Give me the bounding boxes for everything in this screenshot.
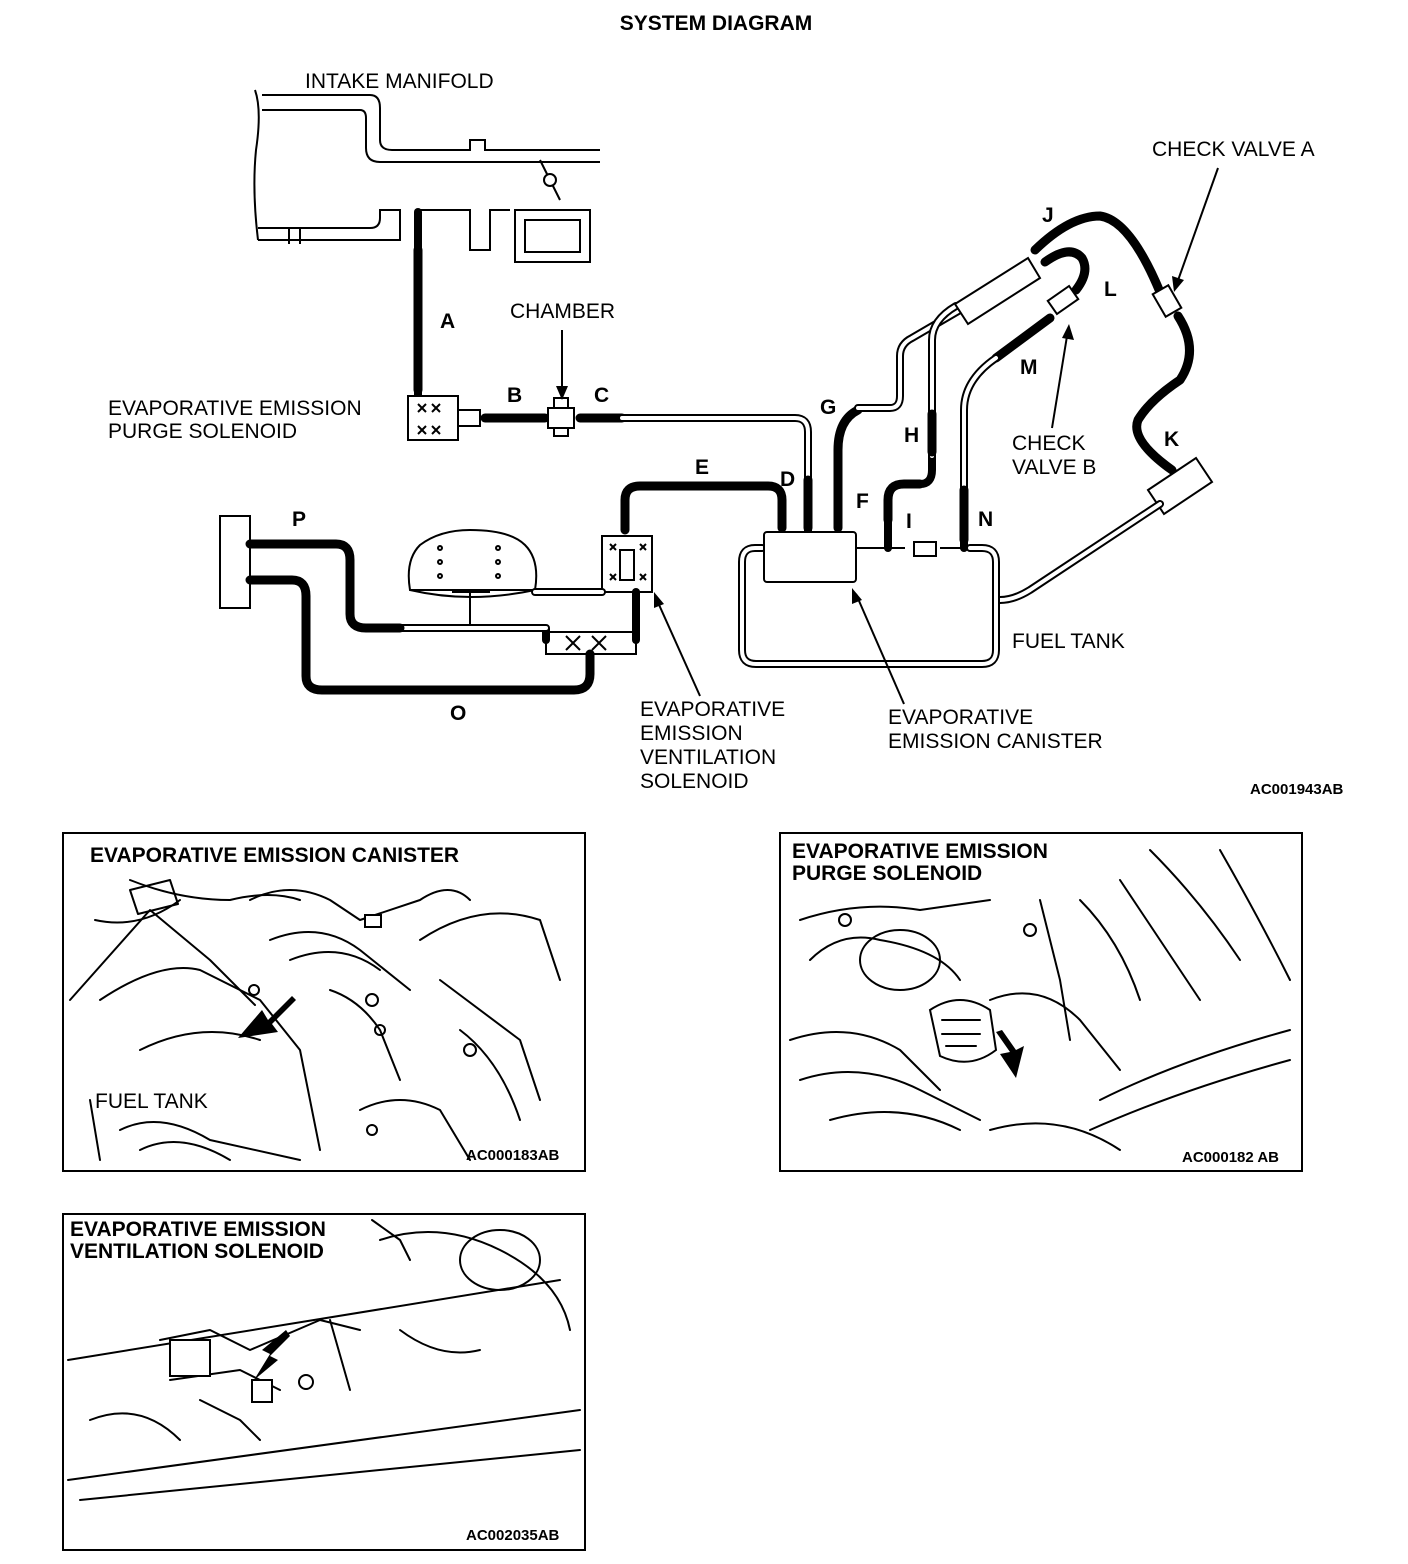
hose-c-label: C [594, 384, 609, 407]
hose-j-label: J [1042, 204, 1054, 227]
hose-g-label: G [820, 396, 836, 419]
diagram-code: AC001943AB [1250, 781, 1344, 798]
check-valve-b-arrowhead [1062, 324, 1074, 340]
photo-canister-sketch [69, 879, 561, 1161]
chamber-label: CHAMBER [510, 300, 615, 323]
line-g [854, 306, 964, 412]
hose-m [991, 313, 1055, 363]
photo-canister-title: EVAPORATIVE EMISSION CANISTER [90, 844, 459, 867]
hose-o-label: O [450, 702, 466, 725]
hose-a-label: A [440, 310, 455, 333]
hose-d-label: D [780, 468, 795, 491]
photo-vent-code: AC002035AB [466, 1527, 560, 1544]
check-valve-b-leader [1051, 329, 1069, 429]
photo-canister-fuel-tank-label: FUEL TANK [95, 1090, 208, 1113]
hose-g [833, 405, 863, 533]
photo-canister: EVAPORATIVE EMISSION CANISTER FUEL TANK … [62, 832, 586, 1172]
ventilation-solenoid [601, 535, 653, 593]
photo-ventilation-solenoid: EVAPORATIVE EMISSION VENTILATION SOLENOI… [62, 1213, 586, 1551]
check-valve-b-label-line2: VALVE B [1012, 456, 1096, 479]
hose-l-label: L [1104, 278, 1117, 301]
hose-l [1040, 247, 1090, 295]
photo-purge-code: AC000182 AB [1182, 1149, 1279, 1166]
purge-location-arrow-icon [996, 1030, 1024, 1078]
hose-i [883, 479, 925, 525]
photo-canister-code: AC000183AB [466, 1147, 560, 1164]
purge-solenoid-label-line1: EVAPORATIVE EMISSION [108, 397, 362, 420]
fuel-tank-label: FUEL TANK [1012, 630, 1125, 653]
ventilation-solenoid-arrowhead [654, 592, 664, 608]
hose-p-label: P [292, 508, 306, 531]
hose-f-label: F [856, 490, 869, 513]
canister-label-line2: EMISSION CANISTER [888, 730, 1103, 753]
intake-manifold [253, 89, 600, 263]
hose-b-label: B [507, 384, 522, 407]
purge-solenoid-label-line2: PURGE SOLENOID [108, 420, 297, 443]
photo-purge-sketch [789, 849, 1291, 1151]
ventilation-solenoid-label-line4: SOLENOID [640, 770, 749, 793]
canister-leader [855, 593, 905, 705]
photo-vent-sketch [67, 1219, 581, 1501]
hose-p [245, 539, 405, 633]
ventilation-solenoid-label-line2: EMISSION [640, 722, 743, 745]
ventilation-solenoid-label-line1: EVAPORATIVE [640, 698, 785, 721]
ventilation-solenoid-leader [655, 597, 701, 697]
hose-n-label: N [978, 508, 993, 531]
canister-label-line1: EVAPORATIVE [888, 706, 1033, 729]
hose-k [1132, 311, 1194, 475]
photo-purge-title-line2: PURGE SOLENOID [792, 862, 982, 885]
hose-i-label: I [906, 510, 912, 533]
hose-m-label: M [1020, 356, 1038, 379]
check-valve-a-arrowhead [1172, 276, 1184, 292]
chamber [547, 397, 575, 437]
intake-manifold-label: INTAKE MANIFOLD [305, 70, 494, 93]
hose-o [245, 575, 595, 695]
filter-box [953, 256, 1042, 326]
check-valve-b-label-line1: CHECK [1012, 432, 1086, 455]
ventilation-solenoid-label-line3: VENTILATION [640, 746, 776, 769]
ventilation-location-arrow-icon [254, 1330, 290, 1380]
hose-e-label: E [695, 456, 709, 479]
hose-h-label: H [904, 424, 919, 447]
hose-j [1030, 211, 1165, 297]
photo-purge-title-line1: EVAPORATIVE EMISSION [792, 840, 1048, 863]
line-h-i [884, 302, 960, 552]
check-valve-b [1046, 284, 1080, 316]
engine-side-box [219, 515, 251, 609]
photo-vent-title-line2: VENTILATION SOLENOID [70, 1240, 324, 1263]
canister [763, 524, 857, 583]
fuel-tank [738, 541, 1000, 668]
purge-solenoid [407, 395, 481, 441]
hose-e [620, 481, 787, 535]
canister-location-arrow-icon [238, 996, 296, 1038]
air-filter-housing [407, 528, 637, 655]
photo-purge-solenoid: EVAPORATIVE EMISSION PURGE SOLENOID AC00… [779, 832, 1303, 1172]
chamber-arrowhead [556, 386, 568, 400]
check-valve-a-leader [1175, 167, 1219, 287]
photo-vent-title-line1: EVAPORATIVE EMISSION [70, 1218, 326, 1241]
check-valve-a [1151, 283, 1183, 319]
canister-arrowhead [852, 588, 862, 604]
check-valve-a-label: CHECK VALVE A [1152, 138, 1315, 161]
diagram-title: SYSTEM DIAGRAM [620, 12, 813, 35]
hose-k-label: K [1164, 428, 1179, 451]
